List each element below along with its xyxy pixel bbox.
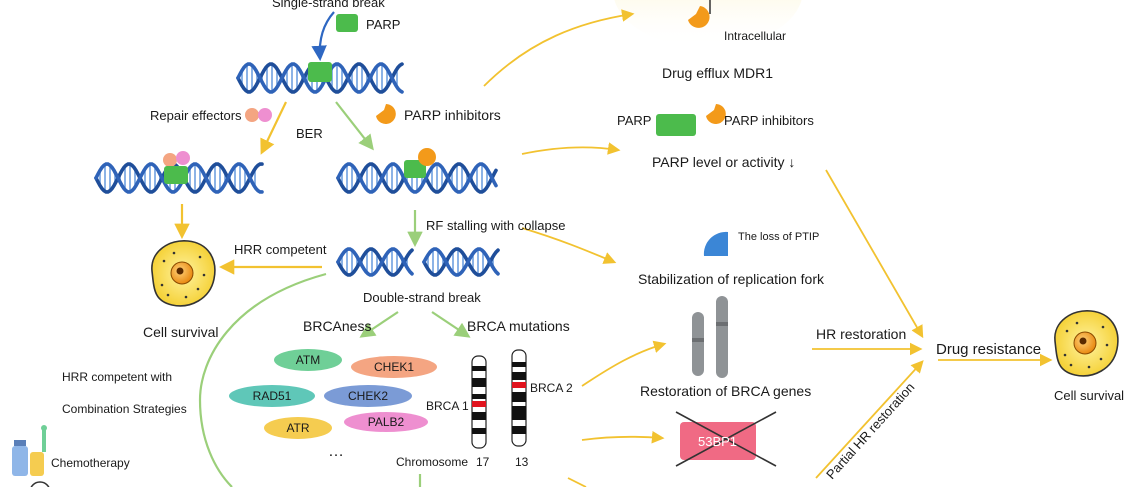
label-parp-inhibitors-right: PARP inhibitors: [724, 113, 814, 128]
protein-chek1-ellipse: [351, 356, 437, 378]
chromosome-17-icon: [471, 355, 487, 449]
protein-rad51-label: RAD51: [253, 389, 292, 403]
trapped-inhibitor-icon: [418, 148, 436, 166]
label-hrr-combination-1: HRR competent with: [62, 370, 172, 384]
partial-icon-bottom-left: [30, 481, 50, 487]
arrow-brcaness: [359, 311, 399, 338]
protein-atr-label: ATR: [286, 421, 309, 435]
label-chr13: 13: [515, 455, 529, 469]
trapped-parp-icon: [404, 160, 426, 178]
arrow-ber: [260, 101, 287, 155]
label-brca1: BRCA 1: [426, 399, 469, 413]
label-loss-of-ptip: The loss of PTIP: [738, 231, 819, 243]
label-cell-survival-left: Cell survival: [143, 324, 218, 340]
label-chromosome: Chromosome: [396, 455, 468, 469]
label-hrr-combination-2: Combination Strategies: [62, 402, 187, 416]
repair-effector-orange-icon: [245, 108, 259, 122]
label-parp-top: PARP: [366, 17, 400, 32]
parp-legend-icon: [336, 14, 358, 32]
label-hr-restoration: HR restoration: [816, 326, 906, 342]
label-ellipsis: …: [328, 443, 344, 460]
protein-atm-ellipse: [274, 349, 342, 371]
cell-icon-right: [1054, 310, 1119, 377]
arrow-to-drug-efflux: [483, 9, 635, 87]
arrow-brca-mutations: [431, 311, 471, 338]
protein-atr-ellipse: [264, 417, 332, 439]
parp-right-icon: [656, 114, 696, 136]
intracellular-region: [614, 0, 802, 48]
restored-chromosomes-icon: [692, 296, 728, 378]
label-chr17: 17: [476, 455, 490, 469]
label-brca-mutations: BRCA mutations: [467, 318, 570, 334]
parp-inhibitor-icon-top: [688, 6, 710, 28]
dna-helices: [94, 62, 500, 277]
ptip-icon: [703, 231, 728, 256]
arrow-to-brca-restoration: [581, 340, 667, 387]
label-double-strand-break: Double-strand break: [363, 290, 481, 305]
label-drug-resistance: Drug resistance: [936, 341, 1041, 358]
arrow-parp-inhibitors: [335, 101, 374, 151]
label-rf-stalling: RF stalling with collapse: [426, 218, 565, 233]
label-brcaness: BRCAness: [303, 318, 371, 334]
label-parp-right: PARP: [617, 113, 651, 128]
arrow-parp-binding: [311, 11, 335, 62]
dna-helix-break-right: [422, 247, 500, 277]
chemotherapy-icon: [12, 425, 47, 476]
label-parp-level: PARP level or activity ↓: [652, 154, 795, 170]
arrow-parp-level-resistance: [825, 169, 924, 339]
protein-chek2-label: CHEK2: [348, 389, 388, 403]
protein-atm-label: ATM: [296, 353, 320, 367]
label-brca2: BRCA 2: [530, 381, 573, 395]
complex-orange-icon: [163, 153, 177, 167]
complex-parp-icon: [164, 166, 188, 184]
protein-palb2-ellipse: [344, 412, 428, 432]
label-drug-efflux: Drug efflux MDR1: [662, 65, 773, 81]
label-partial-hr: Partial HR restoration: [823, 380, 917, 482]
arrow-to-parp-level: [521, 142, 621, 155]
label-53bp1: 53BP1: [698, 434, 737, 449]
complex-pink-icon: [176, 151, 190, 165]
repair-effector-pink-icon: [258, 108, 272, 122]
protein-chek2-ellipse: [324, 385, 412, 407]
arrow-to-stabilization: [521, 227, 617, 264]
arrow-to-53bp1: [581, 430, 665, 444]
label-repair-effectors: Repair effectors: [150, 108, 242, 123]
parp-on-dna-icon: [308, 62, 332, 82]
label-intracellular: Intracellular: [724, 29, 786, 43]
label-single-strand-break: Single-strand break: [272, 0, 385, 10]
label-chemotherapy: Chemotherapy: [51, 456, 130, 470]
protein-rad51-ellipse: [229, 385, 315, 407]
arrow-combination-curve: [198, 272, 327, 487]
dna-helix-break-left: [336, 247, 414, 277]
chromosome-13-icon: [511, 349, 527, 447]
parp-inhibitor-right-icon: [706, 104, 726, 124]
label-parp-inhibitors: PARP inhibitors: [404, 107, 501, 123]
arrow-partial-hr: [815, 360, 924, 479]
label-restoration-brca: Restoration of BRCA genes: [640, 383, 811, 399]
label-stabilization: Stabilization of replication fork: [638, 271, 825, 287]
label-cell-survival-right: Cell survival: [1054, 388, 1124, 403]
arrow-bottom-yellow: [567, 477, 587, 487]
label-hrr-competent: HRR competent: [234, 242, 327, 257]
protein-palb2-label: PALB2: [368, 415, 405, 429]
label-ber: BER: [296, 126, 323, 141]
53bp1-crossed-box: [675, 411, 777, 467]
parp-inhibitor-icon: [376, 104, 396, 124]
protein-chek1-label: CHEK1: [374, 360, 414, 374]
cell-icon-left: [151, 240, 216, 307]
